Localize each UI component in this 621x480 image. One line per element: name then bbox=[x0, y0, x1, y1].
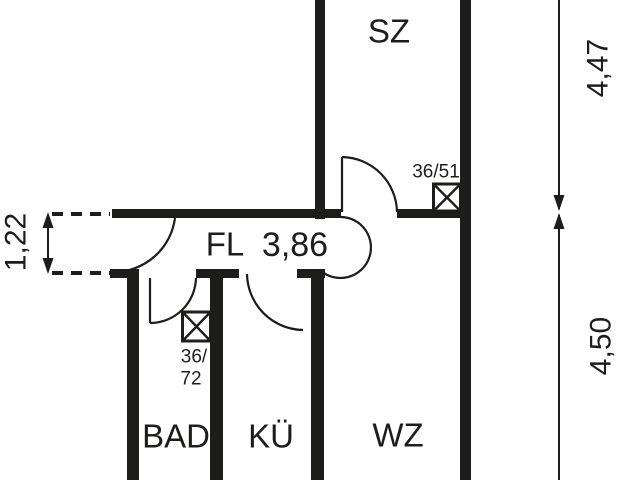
wall-outer-right bbox=[460, 0, 471, 480]
wall-hall-bottom-a bbox=[110, 269, 139, 278]
wall-hall-top-left bbox=[112, 209, 341, 218]
niche-dashed-lines bbox=[52, 212, 110, 275]
bad-door-arc bbox=[149, 277, 198, 325]
shaft-label-bad-line2: 72 bbox=[180, 369, 201, 390]
shaft-label-bad-line1: 36/ bbox=[181, 347, 208, 368]
dimension-label-hall-width: 3,86 bbox=[262, 226, 328, 264]
wall-ku-wz bbox=[311, 271, 324, 480]
dimension-lower-right bbox=[553, 213, 565, 480]
dimension-label-niche: 1,22 bbox=[0, 213, 33, 271]
wall-bad-ku bbox=[210, 271, 223, 480]
entrance-door-arc bbox=[112, 217, 177, 274]
shaft-cross-line bbox=[432, 183, 462, 212]
wall-bad-left bbox=[127, 271, 139, 480]
sz-door-arc bbox=[341, 155, 399, 213]
arrow-down-icon bbox=[42, 258, 54, 274]
shaft-symbol-bad bbox=[181, 310, 212, 343]
wz-door-arc bbox=[320, 215, 372, 280]
walls bbox=[110, 0, 471, 480]
wall-sz-left bbox=[315, 0, 325, 219]
dimension-label-upper: 4,47 bbox=[582, 39, 615, 97]
doors bbox=[112, 155, 399, 332]
shaft-label-sz: 36/51 bbox=[412, 162, 460, 183]
room-label-ku: KÜ bbox=[248, 418, 294, 455]
dimension-upper-right bbox=[553, 0, 565, 211]
arrow-up-icon bbox=[553, 213, 565, 229]
arrow-down-icon bbox=[553, 195, 565, 211]
room-label-bad: BAD bbox=[142, 418, 210, 455]
ku-door-arc bbox=[245, 273, 304, 332]
dimension-niche bbox=[42, 212, 54, 274]
arrow-up-icon bbox=[42, 212, 54, 228]
shaft-symbol-sz bbox=[432, 182, 462, 213]
room-label-fl: FL bbox=[206, 226, 245, 263]
shaft-cross-line bbox=[181, 311, 212, 342]
room-label-sz: SZ bbox=[368, 13, 410, 50]
room-label-wz: WZ bbox=[372, 417, 423, 454]
wall-hall-top-right bbox=[397, 209, 460, 218]
dimension-label-lower: 4,50 bbox=[585, 317, 618, 375]
